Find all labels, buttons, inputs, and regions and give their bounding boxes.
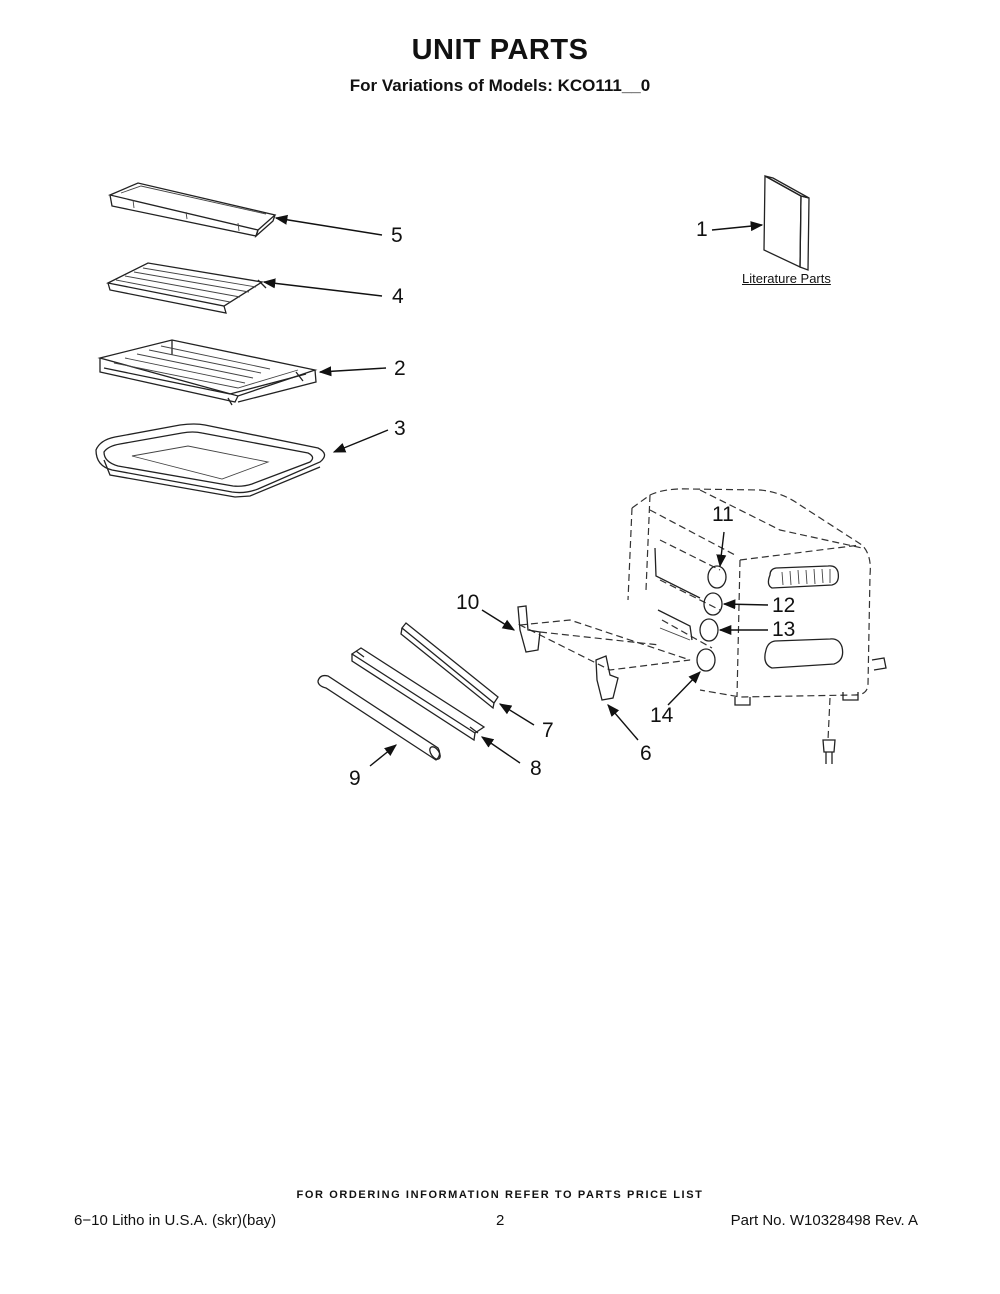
callout-14: 14 [650, 704, 674, 727]
page-subtitle: For Variations of Models: KCO111__0 [349, 76, 651, 95]
literature-parts-label: Literature Parts [742, 271, 831, 286]
callout-10: 10 [456, 591, 480, 614]
callout-11: 11 [712, 503, 734, 526]
callout-1: 1 [696, 218, 708, 241]
part-number: Part No. W10328498 Rev. A [730, 1212, 918, 1229]
callout-3: 3 [394, 417, 406, 440]
callout-6: 6 [640, 742, 652, 765]
callout-2: 2 [394, 357, 406, 380]
element-bar-part-8 [350, 647, 486, 742]
callout-8: 8 [530, 757, 542, 780]
crumb-tray-part-5 [107, 182, 277, 239]
callout-12: 12 [772, 594, 796, 617]
litho-info: 6−10 Litho in U.S.A. (skr)(bay) [74, 1212, 277, 1229]
callout-4: 4 [392, 285, 404, 308]
small-rack-part-4 [106, 262, 267, 314]
toaster-oven-body [627, 488, 887, 764]
callout-13: 13 [772, 618, 796, 641]
wire-rack-part-2 [97, 339, 318, 406]
callout-7: 7 [542, 719, 554, 742]
oven-door-part-6 [517, 605, 691, 701]
callout-5: 5 [391, 224, 403, 247]
strip-part-7 [400, 622, 499, 710]
callout-arrows [262, 214, 769, 767]
page-number: 2 [496, 1212, 505, 1229]
baking-pan-part-3 [95, 423, 326, 498]
literature-booklet-part-1 [763, 174, 810, 271]
tube-part-9 [317, 674, 441, 761]
callout-9: 9 [349, 767, 361, 790]
page-title: UNIT PARTS [411, 34, 589, 66]
ordering-note: FOR ORDERING INFORMATION REFER TO PARTS … [296, 1189, 704, 1201]
